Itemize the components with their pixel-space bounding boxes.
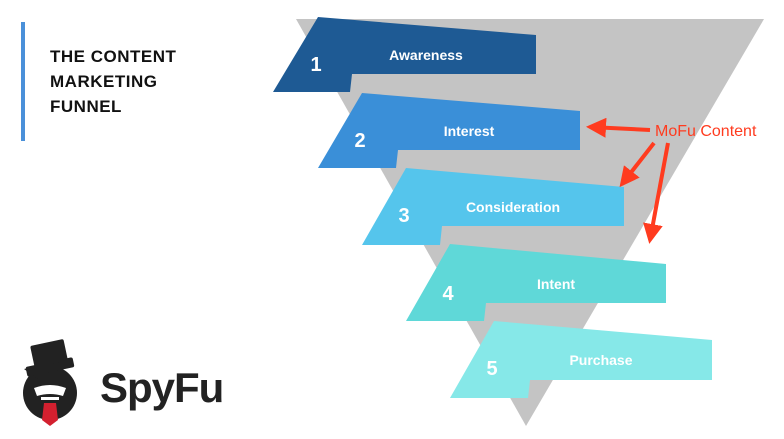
spyfu-logo-text: SpyFu <box>100 364 224 411</box>
stage-2-number: 2 <box>354 130 365 152</box>
stage-1-number: 1 <box>310 54 321 76</box>
title-accent-bar <box>21 22 25 141</box>
spyfu-logo-icon <box>23 339 77 426</box>
stage-1-label: Awareness <box>389 47 463 63</box>
title-line-3: FUNNEL <box>50 97 122 116</box>
stage-5-arrow <box>450 321 712 398</box>
stage-2-arrow <box>318 93 580 168</box>
stage-2-label: Interest <box>444 123 495 139</box>
stage-3: 3 Consideration <box>362 168 624 245</box>
title-line-2: MARKETING <box>50 72 158 91</box>
arrow-to-consideration <box>619 141 656 188</box>
stage-2: 2 Interest <box>318 93 580 168</box>
arrow-to-interest <box>586 117 651 138</box>
stage-4-label: Intent <box>537 276 575 292</box>
stage-5-number: 5 <box>486 358 497 380</box>
title-line-1: THE CONTENT <box>50 47 177 66</box>
stage-3-arrow <box>362 168 624 245</box>
mofu-callout: MoFu Content <box>586 117 757 244</box>
stage-3-label: Consideration <box>466 199 560 215</box>
stage-1: 1 Awareness <box>273 17 536 92</box>
stage-4-arrow <box>406 244 666 321</box>
arrow-to-intent <box>643 142 670 244</box>
page-title: THE CONTENT MARKETING FUNNEL <box>50 44 176 119</box>
stage-5-label: Purchase <box>569 352 632 368</box>
mofu-label: MoFu Content <box>655 123 757 140</box>
stage-5: 5 Purchase <box>450 321 712 398</box>
stage-1-arrow <box>273 17 536 92</box>
stage-3-number: 3 <box>398 205 409 227</box>
stage-4: 4 Intent <box>406 244 666 321</box>
stage-4-number: 4 <box>442 283 454 305</box>
